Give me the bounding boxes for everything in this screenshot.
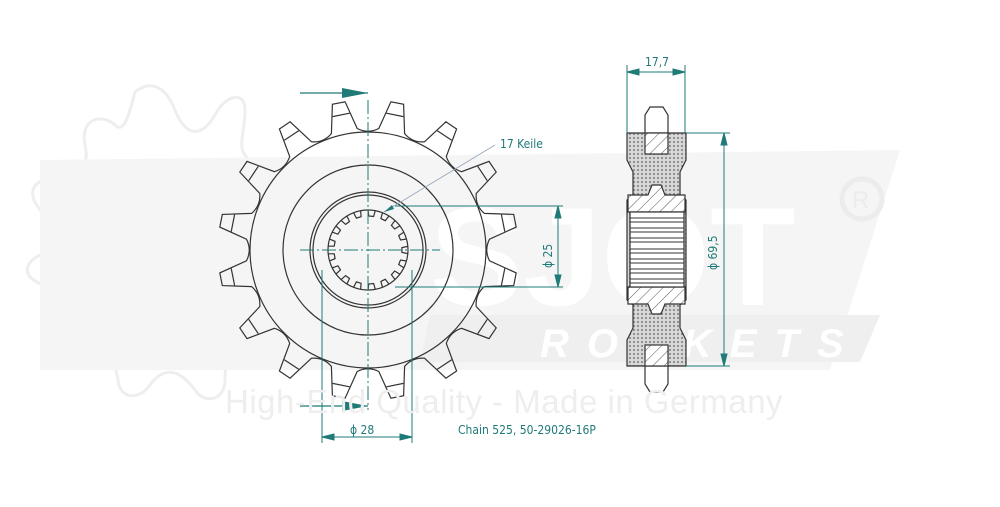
outer-diameter-dimension bbox=[686, 132, 730, 367]
watermark-brand: SJOT bbox=[430, 178, 796, 335]
watermark: SJOT R ROCKETS bbox=[26, 84, 900, 401]
hub-diameter-label: ϕ 28 bbox=[350, 423, 375, 437]
tooth-reference-arrow-bottom bbox=[300, 401, 368, 411]
outer-diameter-label: ϕ 69,5 bbox=[706, 235, 720, 270]
svg-text:ROCKETS: ROCKETS bbox=[540, 322, 862, 366]
bore-diameter-dimension bbox=[395, 205, 563, 288]
splines-leader bbox=[383, 144, 496, 213]
part-info-label: Chain 525, 50-29026-16P bbox=[458, 423, 596, 437]
tooth-reference-arrow-top bbox=[300, 88, 368, 98]
bore-diameter-label: ϕ 25 bbox=[541, 243, 555, 268]
hub-diameter-dimension bbox=[321, 270, 413, 443]
watermark-tagline: High-End Quality - Made in Germany bbox=[225, 383, 784, 420]
width-label: 17,7 bbox=[645, 55, 670, 69]
center-lines bbox=[300, 100, 440, 410]
svg-text:R: R bbox=[852, 187, 869, 214]
splines-label: 17 Keile bbox=[500, 137, 543, 151]
width-dimension bbox=[626, 65, 686, 133]
sprocket-side-view bbox=[626, 106, 687, 393]
